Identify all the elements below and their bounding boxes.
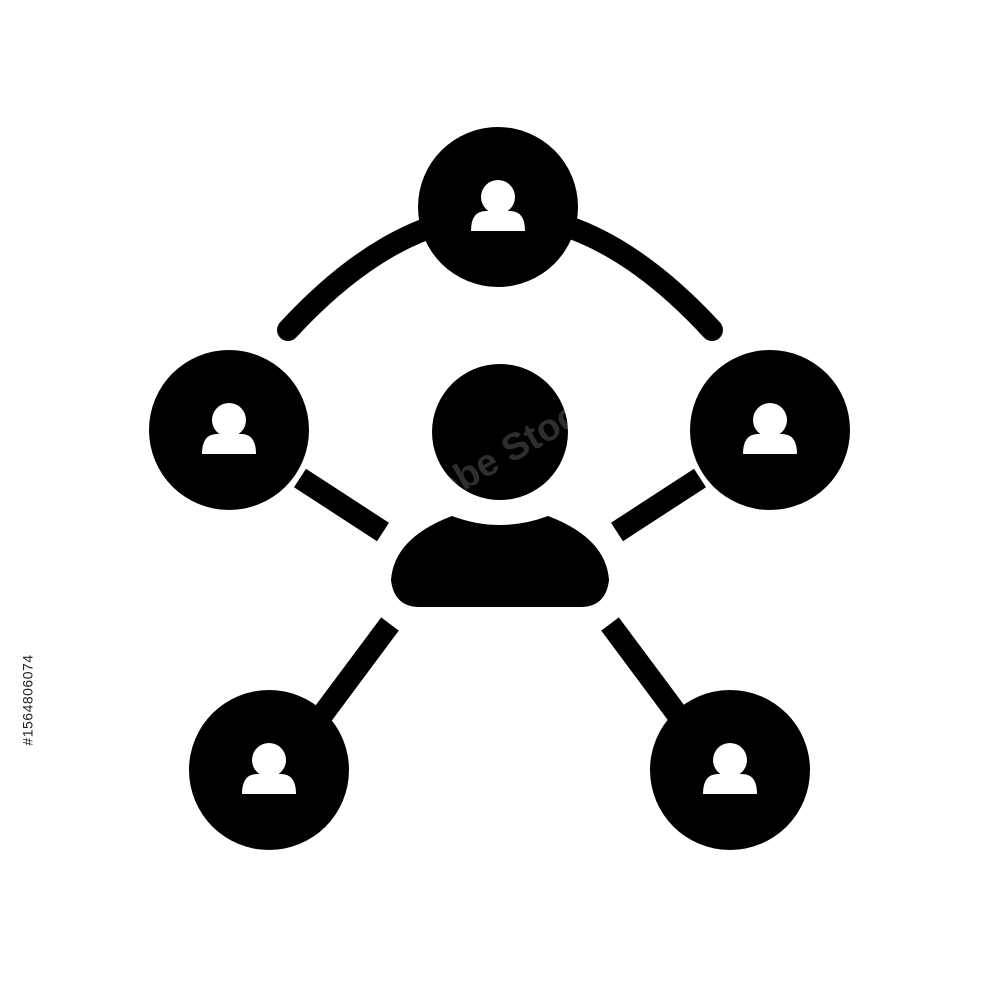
stock-id-text: #1564806074 [20,654,36,746]
user-node-bottom-left [189,690,349,850]
user-node-left [149,350,309,510]
center-person-icon [391,364,609,607]
user-icon [202,403,256,454]
connection-line-right [611,468,706,542]
user-node-bottom-right [650,690,810,850]
stock-id-label: #1564806074 [18,500,38,900]
connection-line-left [294,468,389,542]
connection-line-bottom-right [601,617,689,725]
user-node-top [418,127,578,287]
user-icon [703,743,757,794]
user-icon [471,180,525,231]
connection-line-bottom-left [311,617,399,725]
user-node-right [690,350,850,510]
user-icon [242,743,296,794]
user-icon [743,403,797,454]
